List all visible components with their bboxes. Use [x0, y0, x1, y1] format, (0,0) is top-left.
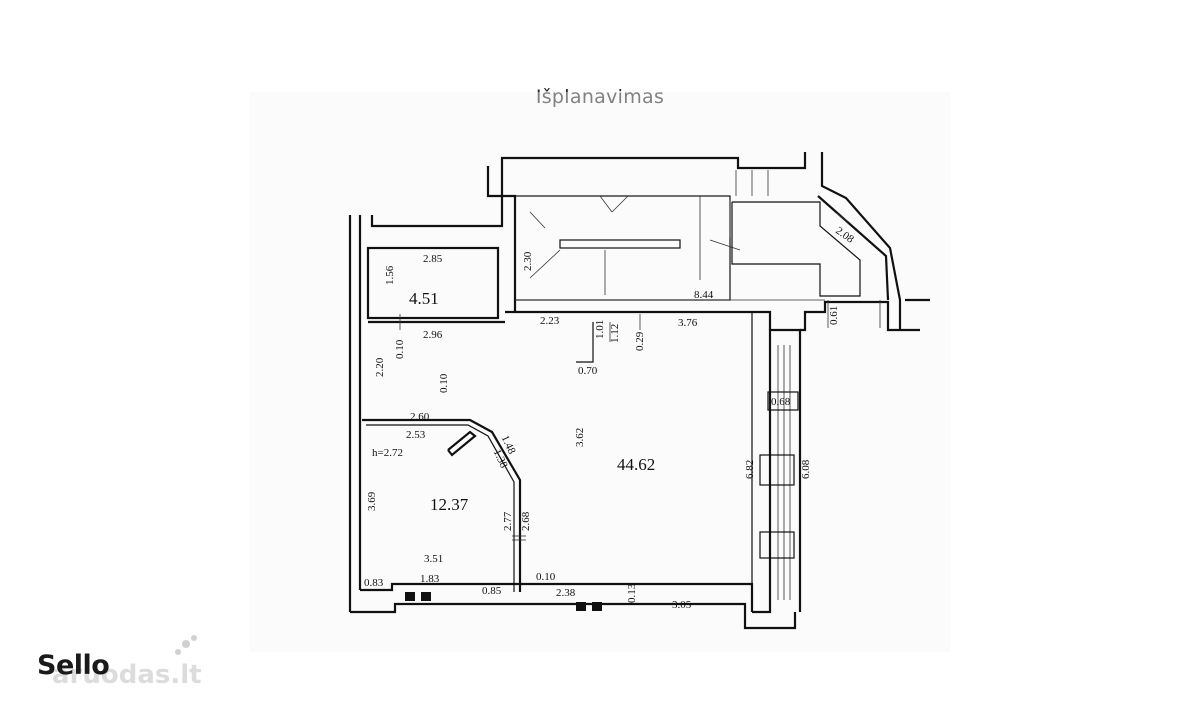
- room-small-outline: [366, 246, 505, 324]
- dim-label: 2.30: [522, 251, 534, 271]
- dim-label: 2.20: [374, 357, 386, 377]
- dim-label: 2.68: [520, 511, 532, 531]
- dim-label: 1.56: [384, 265, 396, 285]
- watermark-text: aruodas.lt: [52, 660, 202, 690]
- dim-label: 2.96: [423, 329, 443, 341]
- dim-label: 2.38: [556, 587, 576, 599]
- dim-label: 0.61: [828, 306, 840, 325]
- area-label-office: 12.37: [430, 495, 469, 514]
- dim-label: 2.53: [406, 429, 426, 441]
- area-label-small: 4.51: [409, 289, 439, 308]
- radiators: [405, 592, 602, 611]
- staircase: [514, 170, 861, 301]
- dim-label: 0.83: [364, 577, 384, 589]
- dim-label: 8.44: [694, 289, 714, 301]
- dim-label: 0.29: [634, 331, 646, 351]
- room-office-outline: [362, 418, 522, 592]
- area-label-main: 44.62: [617, 455, 655, 474]
- dim-label: 0.85: [482, 585, 502, 597]
- dim-label: 3.69: [366, 491, 378, 511]
- dim-label: 2.60: [410, 411, 430, 423]
- page-title: Išplanavimas: [535, 86, 665, 108]
- dim-label: 2.23: [540, 315, 560, 327]
- room-main-outline: [505, 310, 772, 584]
- dim-label: 1.01: [594, 320, 606, 339]
- dim-label: 6.08: [800, 459, 812, 479]
- dim-label: 0.13: [626, 583, 638, 603]
- dim-label: 3.51: [424, 553, 443, 565]
- dim-label: 6.82: [744, 460, 756, 479]
- dim-label: 1.83: [420, 573, 440, 585]
- dim-label: 3.62: [574, 428, 586, 447]
- dim-label: 0.70: [578, 365, 598, 377]
- dim-label: 0.68: [771, 396, 791, 408]
- dim-label: 2.77: [502, 511, 514, 531]
- dim-label: 3.76: [678, 317, 698, 329]
- watermark-dots-icon: [175, 635, 197, 655]
- dim-label: 0.10: [438, 373, 450, 393]
- room-height-label: h=2.72: [372, 447, 403, 459]
- dim-label: 3.05: [672, 599, 692, 611]
- brand-logo: Sello: [37, 650, 110, 681]
- dimension-lines: [399, 314, 641, 541]
- dim-label: 1.12: [609, 324, 621, 343]
- dim-label: 0.10: [394, 339, 406, 359]
- scan-background: [250, 92, 950, 652]
- window-hatching: [759, 211, 881, 600]
- dim-label: 2.85: [423, 253, 443, 265]
- dim-label: 0.10: [536, 571, 556, 583]
